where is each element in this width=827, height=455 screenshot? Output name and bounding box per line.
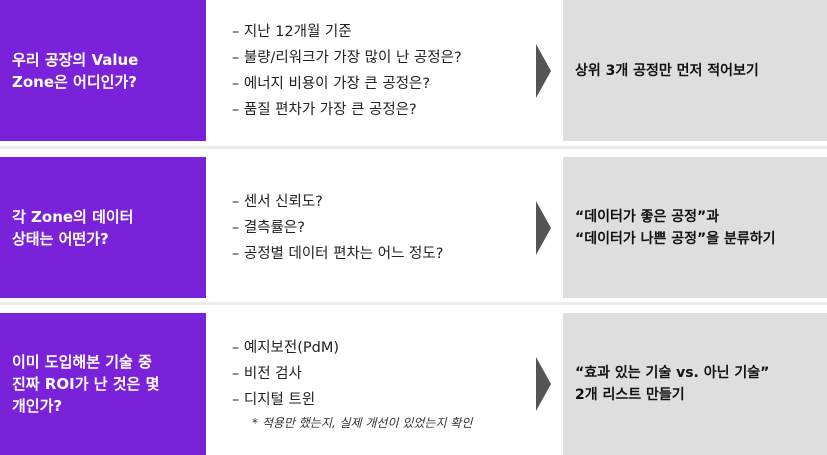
arrow-right-icon <box>536 357 551 411</box>
question-line: Zone은 어디인가? <box>12 72 137 91</box>
criteria-list: 센서 신뢰도? 결측률은? 공정별 데이터 편차는 어느 정도? <box>232 157 444 298</box>
list-item: 센서 신뢰도? <box>232 189 443 215</box>
action-line: “데이터가 좋은 공정”과 <box>575 208 720 225</box>
action-box: “효과 있는 기술 vs. 아닌 기술” 2개 리스트 만들기 <box>563 313 827 455</box>
list-item: 예지보전(PdM) <box>232 335 472 361</box>
divider <box>0 146 827 149</box>
list-item: 지난 12개월 기준 <box>232 19 462 45</box>
arrow-right-icon <box>536 200 551 255</box>
action-box: “데이터가 좋은 공정”과 “데이터가 나쁜 공정”을 분류하기 <box>563 157 827 298</box>
question-line: 개인가? <box>12 397 63 415</box>
list-item: 공정별 데이터 편차는 어느 정도? <box>232 241 444 267</box>
list-item: 품질 편차가 가장 큰 공정은? <box>232 97 462 123</box>
list-item: 디지털 트윈 <box>232 387 472 413</box>
question-line: 상태는 어떤가? <box>12 229 109 248</box>
list-item: 에너지 비용이 가장 큰 공정은? <box>232 71 462 97</box>
list-item: 불량/리워크가 가장 많이 난 공정은? <box>232 45 462 71</box>
footnote: * 적용만 했는지, 실제 개선이 있었는지 확인 <box>252 416 473 430</box>
action-line: 2개 리스트 만들기 <box>575 387 685 403</box>
action-line: 상위 3개 공정만 먼저 적어보기 <box>575 62 759 79</box>
divider <box>0 302 827 305</box>
criteria-list: 지난 12개월 기준 불량/리워크가 가장 많이 난 공정은? 에너지 비용이 … <box>232 0 462 141</box>
list-item: 결측률은? <box>232 215 443 241</box>
question-line: 이미 도입해본 기술 중 <box>12 353 152 371</box>
action-line: “효과 있는 기술 vs. 아닌 기술” <box>575 365 770 381</box>
question-line: 각 Zone의 데이터 <box>12 207 134 226</box>
criteria-list: 예지보전(PdM) 비전 검사 디지털 트윈 * 적용만 했는지, 실제 개선이… <box>232 313 473 455</box>
action-box: 상위 3개 공정만 먼저 적어보기 <box>563 0 827 141</box>
list-item: 비전 검사 <box>232 361 472 387</box>
question-line: 우리 공장의 Value <box>12 50 139 69</box>
action-line: “데이터가 나쁜 공정”을 분류하기 <box>575 230 776 247</box>
arrow-right-icon <box>536 43 551 98</box>
question-line: 진짜 ROI가 난 것은 몇 <box>12 375 160 393</box>
